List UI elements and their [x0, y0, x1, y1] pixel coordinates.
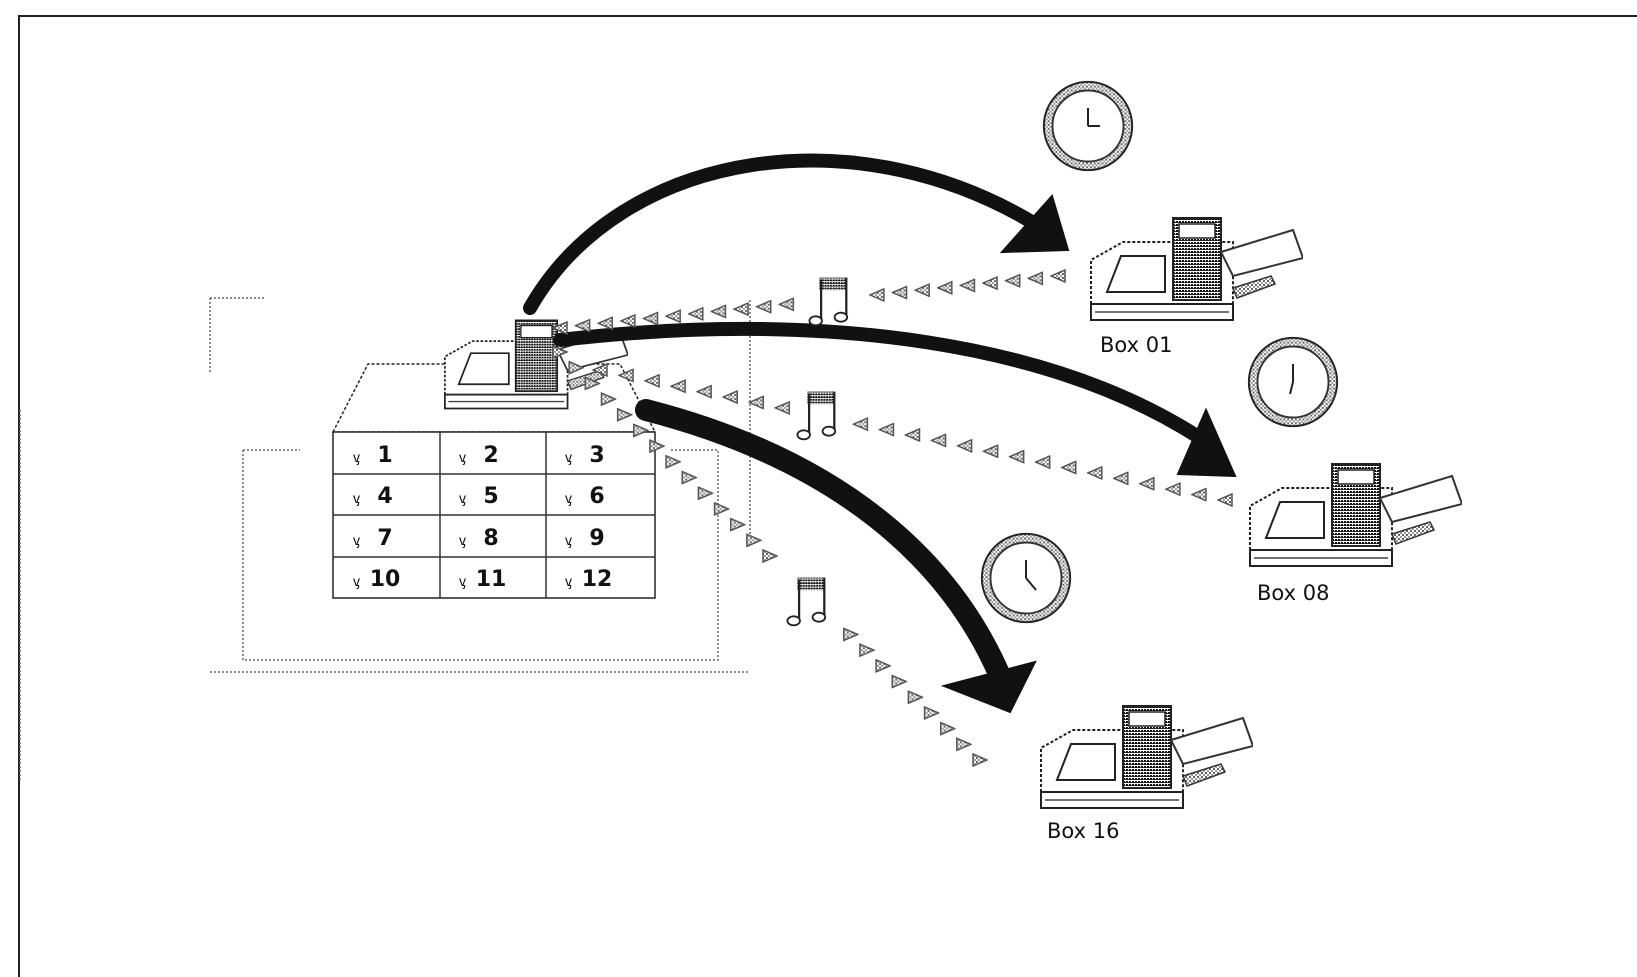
signal-triangle [666, 310, 680, 322]
signal-triangle [908, 691, 922, 703]
signal-triangle [697, 386, 711, 398]
keypad-key-9: 9 [589, 526, 604, 551]
destination-label: Box 16 [1047, 819, 1119, 843]
keypad-key-6: 6 [589, 484, 604, 509]
signal-triangle [1051, 270, 1065, 282]
signal-triangle [879, 424, 893, 436]
signal-triangle [731, 519, 745, 531]
signal-triangle [941, 723, 955, 735]
keypad-key-mark: ᶌ [353, 574, 360, 590]
music-note-icon [809, 278, 847, 326]
keypad-key-mark: ᶌ [459, 533, 466, 549]
signal-triangle [644, 313, 658, 325]
destination-fax-machine-icon [1091, 218, 1303, 320]
destination-label: Box 08 [1257, 581, 1329, 605]
keypad-key-4: 4 [377, 484, 392, 509]
signal-triangle [853, 418, 867, 430]
signal-triangle [876, 660, 890, 672]
destination-fax-machine-icon [1250, 464, 1462, 566]
signal-triangle [723, 391, 737, 403]
signal-triangle [1114, 472, 1128, 484]
signal-triangle [1010, 451, 1024, 463]
signal-triangle [775, 402, 789, 414]
signal-triangle [983, 277, 997, 289]
signal-triangle [666, 456, 680, 468]
keypad-key-10: 10 [370, 567, 401, 592]
signal-triangle [925, 707, 939, 719]
destination-fax-machine-icon [1041, 706, 1253, 808]
music-note-icon [787, 578, 825, 626]
signal-triangle [698, 487, 712, 499]
signal-triangle [711, 305, 725, 317]
signal-triangle [1166, 483, 1180, 495]
keypad-key-mark: ᶌ [565, 450, 572, 466]
signal-triangle [682, 472, 696, 484]
keypad-key-mark: ᶌ [565, 574, 572, 590]
signal-triangle [715, 503, 729, 515]
polling-diagram: ᶌ 1 ᶌ 2 ᶌ 3 ᶌ 4 ᶌ 5 ᶌ 6 ᶌ 7 ᶌ 8 ᶌ 9 ᶌ 10 ᶌ 11 ᶌ 12 [0, 0, 1637, 912]
clock-icon [982, 534, 1070, 622]
signal-triangle [932, 434, 946, 446]
signal-triangle [893, 287, 907, 299]
signal-triangle [645, 375, 659, 387]
keypad-key-7: 7 [377, 526, 392, 551]
clock-icon [1249, 338, 1337, 426]
signal-triangle [598, 317, 612, 329]
keypad-key-1: 1 [377, 443, 392, 468]
signal-triangle [1036, 456, 1050, 468]
keypad-key-mark: ᶌ [459, 450, 466, 466]
signal-triangle [915, 284, 929, 296]
signal-triangle [650, 440, 664, 452]
keypad-key-2: 2 [483, 443, 498, 468]
signal-triangle [960, 279, 974, 291]
keypad-key-mark: ᶌ [459, 574, 466, 590]
keypad-key-mark: ᶌ [353, 533, 360, 549]
signal-triangle [576, 320, 590, 332]
signal-triangle [671, 380, 685, 392]
destination-label: Box 01 [1100, 333, 1172, 357]
signal-triangle [957, 738, 971, 750]
keypad-key-mark: ᶌ [353, 450, 360, 466]
signal-triangle [757, 301, 771, 313]
keypad-key-mark: ᶌ [565, 533, 572, 549]
signal-triangle [1006, 275, 1020, 287]
signal-triangle [763, 550, 777, 562]
signal-triangle [973, 754, 987, 766]
signal-triangle [779, 298, 793, 310]
signal-triangle [1218, 494, 1232, 506]
keypad-key-5: 5 [483, 484, 498, 509]
signal-triangle [1062, 462, 1076, 474]
signal-triangle [958, 440, 972, 452]
keypad-key-3: 3 [589, 443, 604, 468]
signal-triangle [984, 445, 998, 457]
signal-triangle [870, 289, 884, 301]
signal-triangle [1028, 272, 1042, 284]
signal-triangle [1088, 467, 1102, 479]
keypad-key-mark: ᶌ [565, 491, 572, 507]
signal-triangle [860, 644, 874, 656]
signal-triangle [892, 676, 906, 688]
signal-triangle [621, 315, 635, 327]
signal-triangle [938, 282, 952, 294]
keypad-key-11: 11 [476, 567, 507, 592]
signal-triangle [1192, 489, 1206, 501]
clock-icon [1044, 82, 1132, 170]
signal-triangle [906, 429, 920, 441]
keypad-key-8: 8 [483, 526, 498, 551]
keypad-key-mark: ᶌ [353, 491, 360, 507]
diagram-canvas: ᶌ 1 ᶌ 2 ᶌ 3 ᶌ 4 ᶌ 5 ᶌ 6 ᶌ 7 ᶌ 8 ᶌ 9 ᶌ 10 ᶌ 11 ᶌ 12 [0, 0, 1637, 912]
signal-triangle [749, 397, 763, 409]
music-note-icon [797, 392, 835, 440]
signal-triangle [734, 303, 748, 315]
keypad-key-12: 12 [582, 567, 613, 592]
keypad-key-mark: ᶌ [459, 491, 466, 507]
signal-triangle [689, 308, 703, 320]
signal-triangle [844, 628, 858, 640]
signal-triangle [1140, 478, 1154, 490]
signal-triangle [747, 534, 761, 546]
